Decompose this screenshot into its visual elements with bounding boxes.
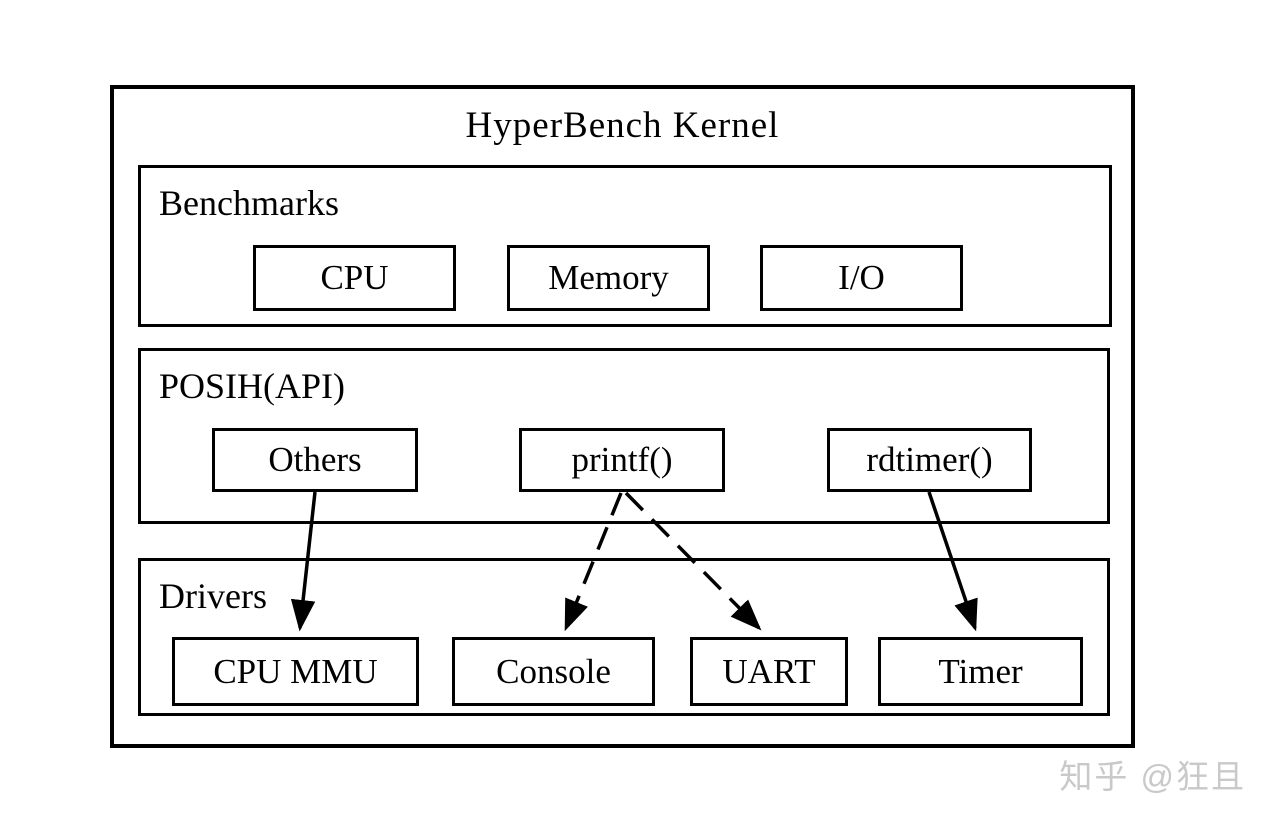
box-others: Others bbox=[212, 428, 418, 492]
box-printf-label: printf() bbox=[571, 440, 673, 479]
box-others-label: Others bbox=[268, 440, 362, 479]
box-cpu-label: CPU bbox=[320, 258, 389, 297]
box-rdtimer: rdtimer() bbox=[827, 428, 1032, 492]
box-rdtimer-label: rdtimer() bbox=[866, 440, 993, 479]
box-cpu: CPU bbox=[253, 245, 456, 311]
box-io-label: I/O bbox=[838, 258, 885, 297]
box-uart: UART bbox=[690, 637, 848, 706]
box-cpu-mmu-label: CPU MMU bbox=[213, 651, 378, 691]
box-cpu-mmu: CPU MMU bbox=[172, 637, 419, 706]
box-console-label: Console bbox=[496, 651, 611, 691]
diagram-title: HyperBench Kernel bbox=[465, 105, 780, 146]
zhihu-watermark: 知乎 @狂且 bbox=[1059, 758, 1246, 795]
section-benchmarks-label: Benchmarks bbox=[159, 183, 339, 223]
section-drivers-label: Drivers bbox=[159, 576, 267, 616]
section-posih-api-label: POSIH(API) bbox=[159, 366, 346, 406]
box-memory-label: Memory bbox=[548, 258, 669, 297]
box-console: Console bbox=[452, 637, 655, 706]
box-printf: printf() bbox=[519, 428, 725, 492]
box-timer: Timer bbox=[878, 637, 1083, 706]
box-io: I/O bbox=[760, 245, 963, 311]
box-memory: Memory bbox=[507, 245, 710, 311]
box-uart-label: UART bbox=[722, 651, 816, 691]
box-timer-label: Timer bbox=[938, 651, 1023, 691]
